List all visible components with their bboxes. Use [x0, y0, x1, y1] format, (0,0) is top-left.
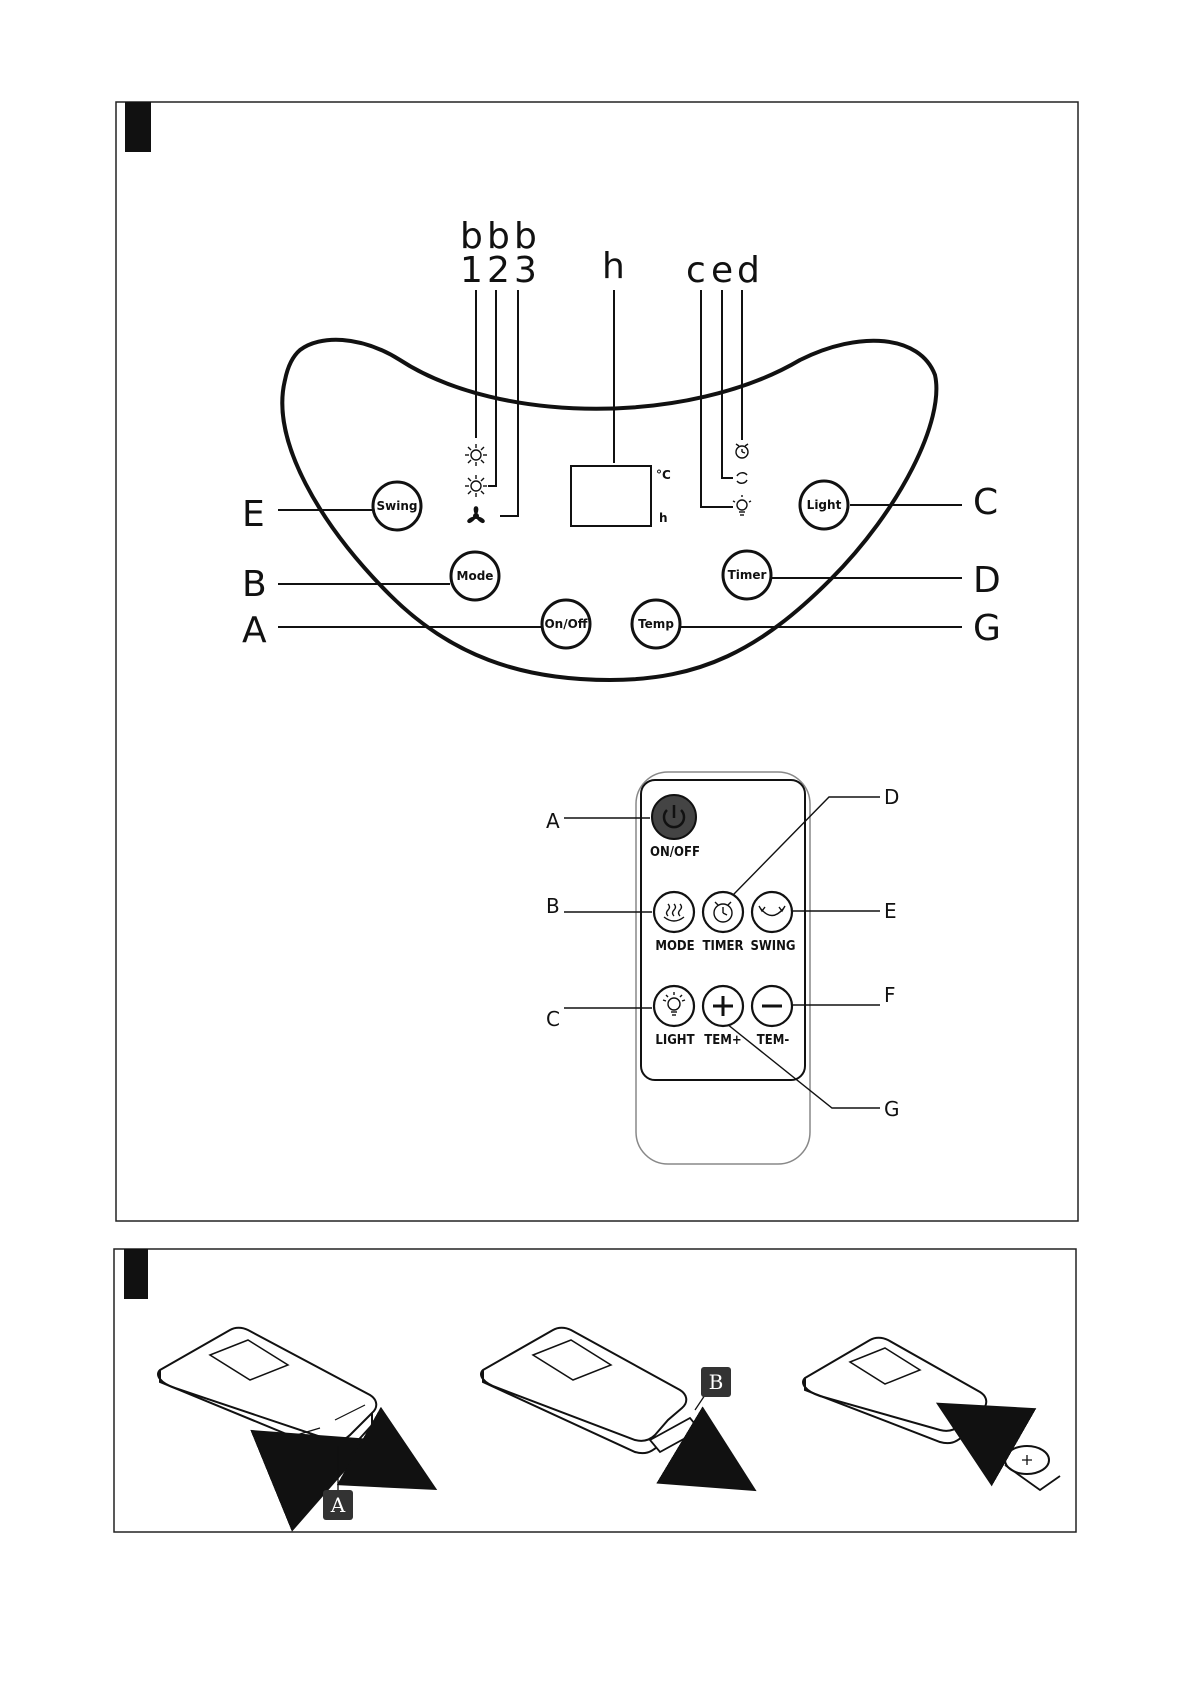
remote-callout-E: E: [884, 899, 897, 923]
side-label-C: C: [973, 482, 998, 523]
light-button[interactable]: Light: [800, 481, 848, 529]
svg-text:3: 3: [514, 250, 537, 291]
svg-text:Timer: Timer: [728, 568, 767, 582]
remote-light-label: LIGHT: [655, 1033, 694, 1048]
fan-icon: [469, 508, 484, 522]
timer-button[interactable]: Timer: [723, 551, 771, 599]
swing-cycle-icon: [737, 473, 747, 483]
figure-2-marker: [124, 1249, 148, 1299]
remote-callout-F: F: [884, 983, 896, 1007]
side-label-B: B: [242, 564, 267, 605]
remote-temp-plus-label: TEM+: [704, 1033, 741, 1048]
display-screen: [571, 466, 651, 526]
remote-on-off-button[interactable]: [652, 795, 696, 839]
alarm-clock-icon: [736, 444, 748, 458]
temp-button[interactable]: Temp: [632, 600, 680, 648]
display-unit-celsius: °C: [656, 468, 671, 482]
side-label-G: G: [973, 608, 1001, 649]
remote-timer-button[interactable]: [703, 892, 743, 932]
swing-button[interactable]: Swing: [373, 482, 421, 530]
battery-step-1: [158, 1328, 376, 1453]
svg-text:2: 2: [487, 250, 510, 291]
top-label-d: d: [737, 250, 760, 291]
svg-text:1: 1: [460, 250, 483, 291]
leader-e: [722, 290, 733, 478]
svg-text:Light: Light: [807, 498, 842, 512]
svg-text:On/Off: On/Off: [544, 617, 587, 631]
mode-button[interactable]: Mode: [451, 552, 499, 600]
top-label-b3: b 3: [514, 216, 537, 291]
remote-temp-minus-label: TEM-: [757, 1033, 790, 1048]
figure-1-marker: [125, 102, 151, 152]
top-label-b1: b 1: [460, 216, 483, 291]
top-label-e: e: [711, 250, 733, 291]
battery-step-3: [803, 1338, 1060, 1490]
insert-arrow-icon: [975, 1425, 1010, 1445]
leader-b2: [488, 290, 496, 486]
side-label-E: E: [242, 494, 265, 535]
top-label-b2: b 2: [487, 216, 510, 291]
remote-swing-label: SWING: [750, 939, 795, 954]
top-label-h: h: [602, 246, 625, 287]
remote-leader-G: [722, 1020, 880, 1108]
callout-b-label: B: [709, 1370, 724, 1394]
remote-swing-button[interactable]: [752, 892, 792, 932]
remote-callout-D: D: [884, 785, 899, 809]
pull-tray-arrow-icon: [688, 1450, 718, 1468]
side-label-A: A: [242, 610, 267, 651]
leader-c: [701, 290, 733, 507]
remote-callout-B: B: [546, 894, 560, 918]
display-unit-hours: h: [659, 511, 668, 525]
remote-on-off-label: ON/OFF: [650, 845, 700, 860]
remote-timer-label: TIMER: [703, 939, 744, 954]
remote-callout-A: A: [546, 809, 560, 833]
push-arrow-icon: [278, 1460, 322, 1478]
on-off-button[interactable]: On/Off: [542, 600, 590, 648]
svg-text:Temp: Temp: [638, 617, 674, 631]
remote-light-button[interactable]: [654, 986, 694, 1026]
remote-callout-G: G: [884, 1097, 900, 1121]
remote-temp-minus-button[interactable]: [752, 986, 792, 1026]
pull-arrow-icon: [366, 1450, 398, 1468]
remote-mode-button[interactable]: [654, 892, 694, 932]
remote-mode-label: MODE: [655, 939, 694, 954]
callout-b-leader: [695, 1395, 705, 1410]
svg-text:Mode: Mode: [457, 569, 494, 583]
figure-1-frame: [116, 102, 1078, 1221]
light-bulb-icon: [733, 495, 751, 515]
svg-text:Swing: Swing: [377, 499, 418, 513]
side-label-D: D: [973, 560, 1001, 601]
top-label-c: c: [686, 250, 706, 291]
sun-icon: [465, 444, 487, 466]
sun-half-icon: [465, 475, 487, 497]
remote-temp-plus-button[interactable]: [703, 986, 743, 1026]
remote-leader-D: [733, 797, 880, 895]
battery-step-2: [481, 1328, 700, 1453]
remote-callout-C: C: [546, 1007, 560, 1031]
callout-a-label: A: [330, 1493, 346, 1517]
